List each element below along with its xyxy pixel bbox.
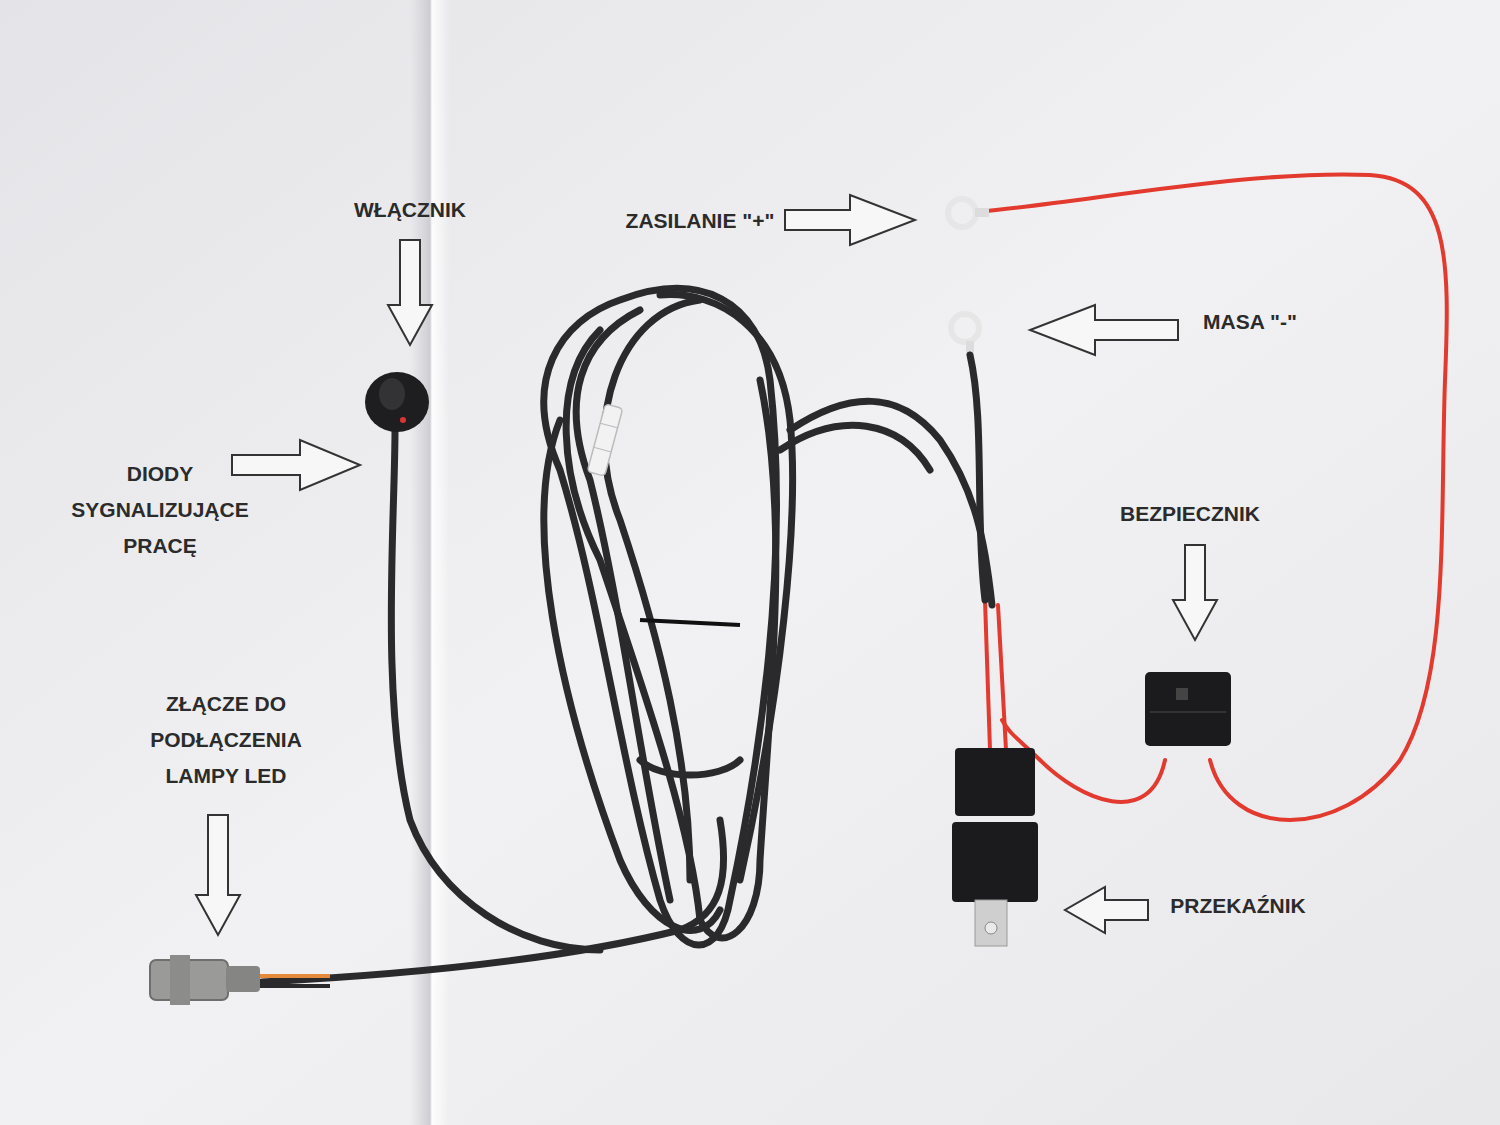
paper-fold: [410, 0, 450, 1125]
lamp-connector: [150, 955, 330, 1005]
callout-arrow: [196, 195, 1217, 935]
part-label: BEZPIECZNIK: [1090, 496, 1290, 532]
black-cable: [262, 289, 992, 982]
white-connector: [587, 404, 623, 476]
part-label: ZASILANIE "+": [600, 203, 800, 239]
part-label: ZŁĄCZE DO PODŁĄCZENIA LAMPY LED: [140, 686, 312, 794]
cable-tie: [640, 620, 740, 625]
part-label: MASA "-": [1170, 304, 1330, 340]
red-wire: [978, 174, 1447, 820]
relay: [952, 748, 1038, 946]
part-label: DIODY SYGNALIZUJĄCE PRACĘ: [60, 456, 260, 564]
switch: [365, 372, 429, 432]
part-label: WŁĄCZNIK: [310, 192, 510, 228]
fuse-holder: [1145, 672, 1231, 746]
part-label: PRZEKAŹNIK: [1143, 888, 1333, 924]
ring-terminal: [948, 199, 989, 355]
